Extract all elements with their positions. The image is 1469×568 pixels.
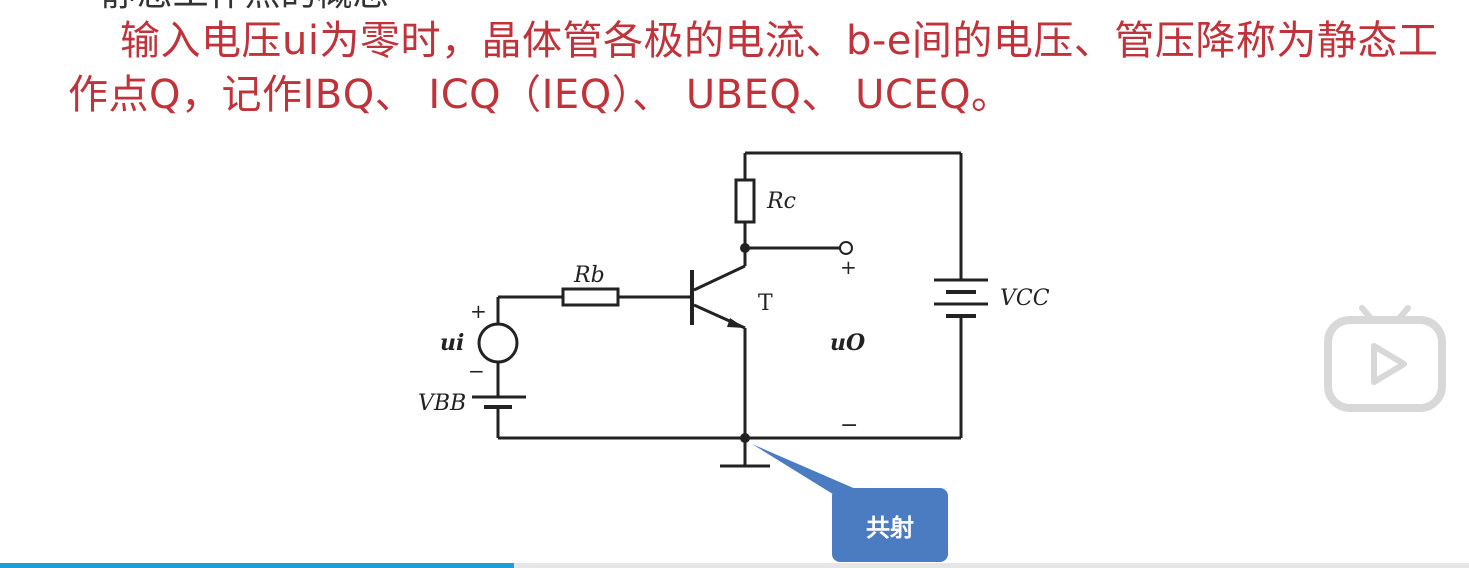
- resistor-rc: [734, 178, 756, 224]
- definition-text: 输入电压ui为零时，晶体管各极的电流、b-e间的电压、管压降称为静态工作点Q，记…: [68, 14, 1458, 122]
- label-minus-output: −: [840, 413, 858, 438]
- common-emitter-callout: 共射: [832, 488, 948, 562]
- callout-text: 共射: [866, 513, 914, 542]
- label-plus-ui: +: [470, 299, 487, 323]
- emitter-arrow: [727, 318, 745, 328]
- label-plus-output: +: [840, 255, 857, 279]
- label-ui: ui: [440, 330, 464, 356]
- label-vcc: VCC: [1000, 286, 1050, 311]
- label-transistor: T: [758, 291, 773, 316]
- label-minus-ui: −: [468, 359, 485, 383]
- label-vbb: VBB: [418, 391, 466, 416]
- label-rc: Rc: [766, 189, 796, 214]
- node-ground: [740, 433, 750, 443]
- resistor-rb: [561, 287, 620, 307]
- section-heading-partial: • 静态工作点的概念: [68, 0, 389, 14]
- wire-collector-diag: [693, 264, 746, 292]
- callout-pointer: [752, 444, 858, 496]
- node-collector: [740, 243, 750, 253]
- label-rb: Rb: [573, 263, 605, 288]
- video-progress-track[interactable]: [0, 563, 1469, 568]
- definition-paragraph: 输入电压ui为零时，晶体管各极的电流、b-e间的电压、管压降称为静态工作点Q，记…: [68, 18, 1439, 118]
- label-uo: uO: [830, 330, 865, 356]
- bilibili-play-icon[interactable]: [1324, 300, 1446, 412]
- output-terminal: [839, 241, 853, 255]
- ui-source: [477, 322, 519, 364]
- video-progress-fill: [0, 563, 515, 568]
